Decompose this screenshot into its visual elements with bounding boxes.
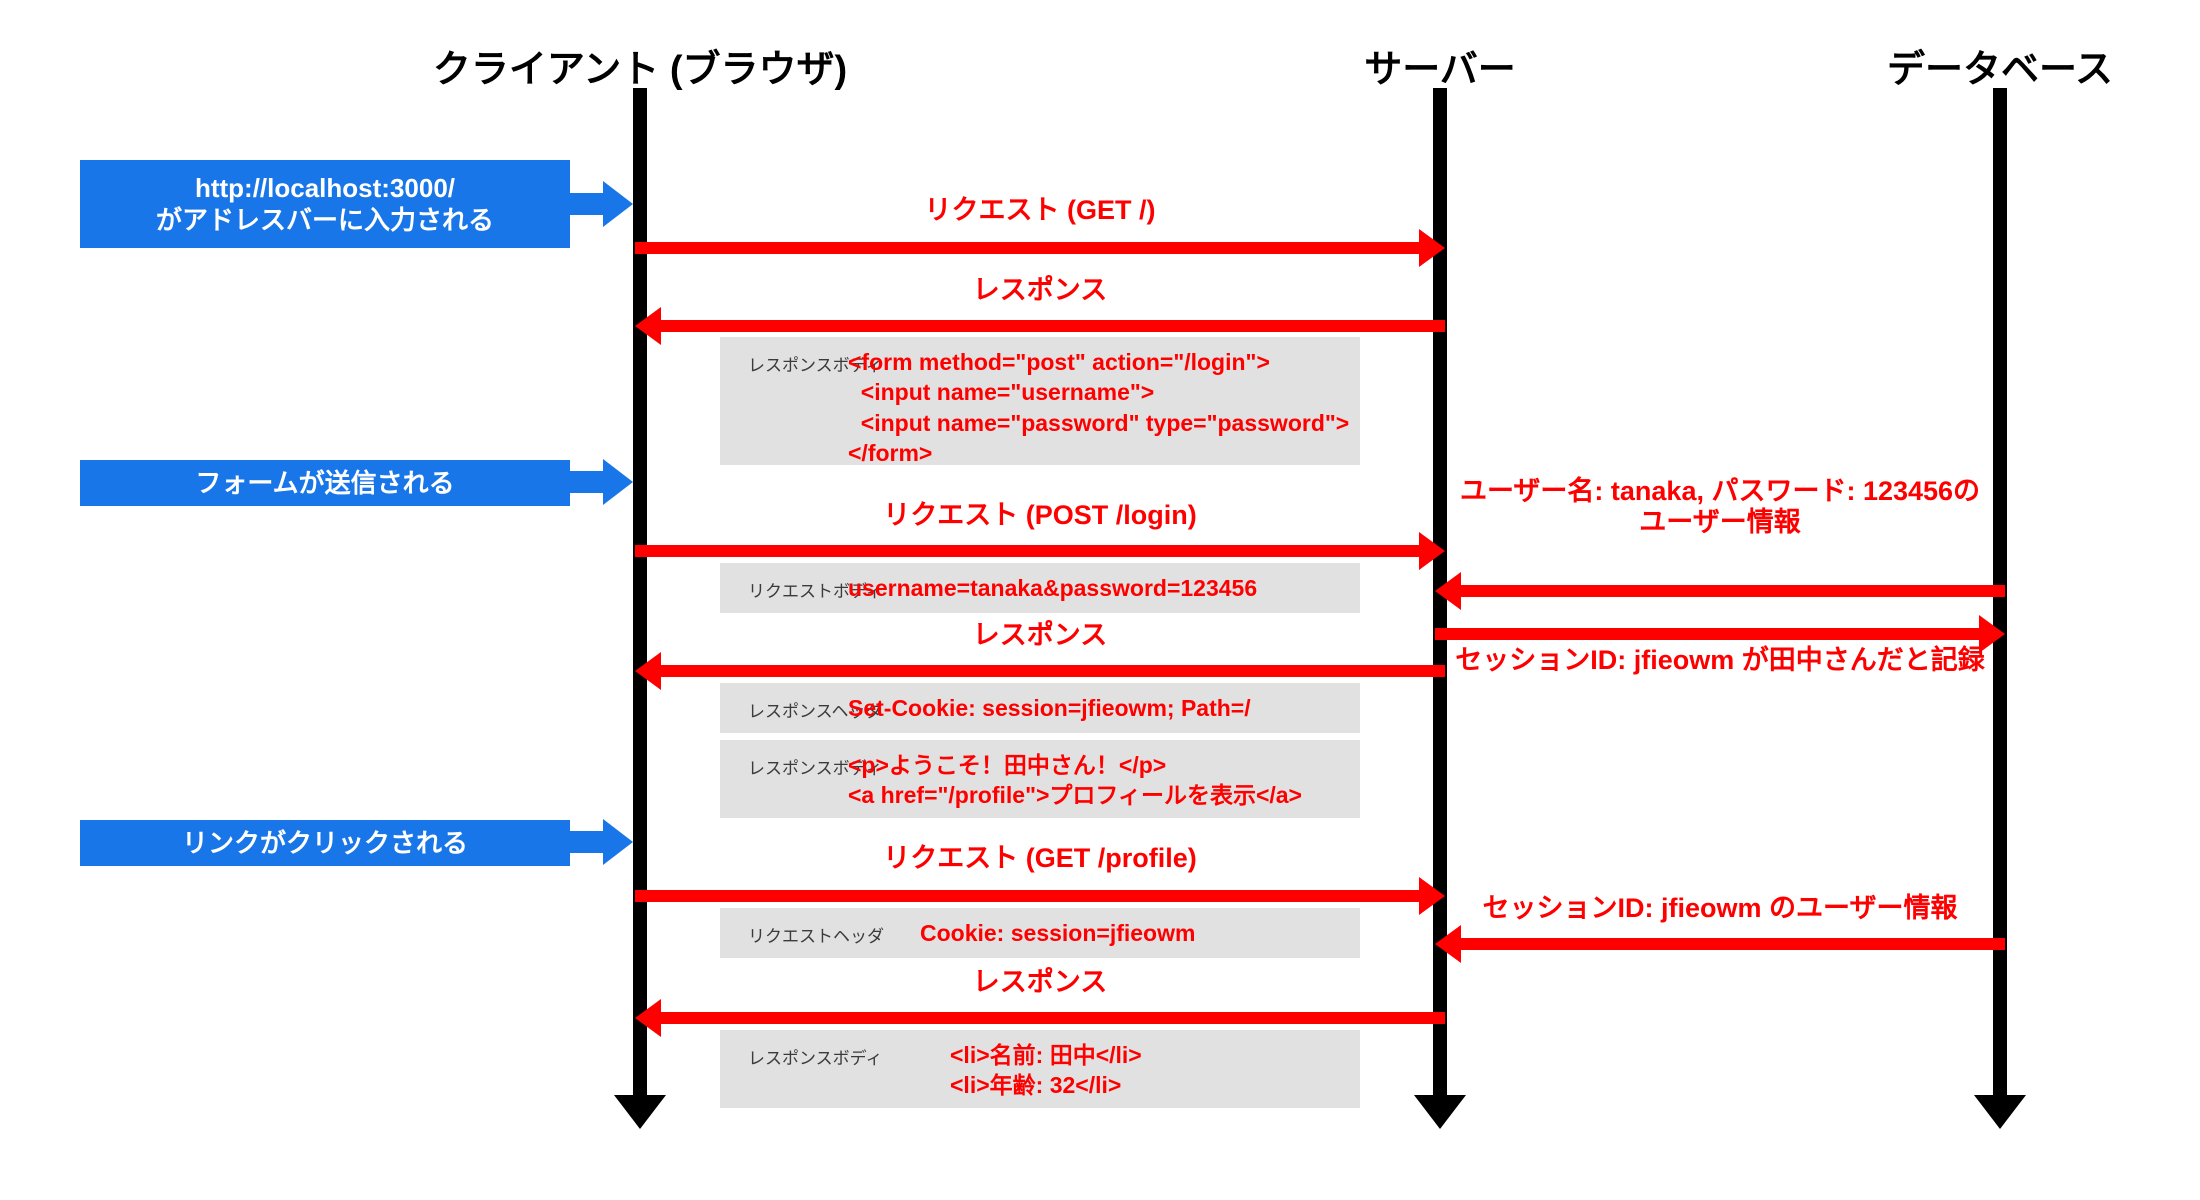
note-request-body-login-key: リクエストボディ [748, 582, 883, 601]
msg-post-login-label: リクエスト (POST /login) [883, 500, 1197, 530]
msg-db-query-user-line [1461, 585, 2005, 597]
msg-get-profile-arrow-head-icon [1419, 877, 1445, 915]
msg-get-root-label: リクエスト (GET /) [924, 195, 1156, 225]
msg-db-lookup-sid-line [1461, 938, 2005, 950]
note-request-header-cookie: リクエストヘッダ Cookie: session=jfieowm [720, 908, 1360, 958]
anno-form-box: フォームが送信される [80, 460, 570, 506]
lifeline-arrowhead-server [1414, 1095, 1466, 1129]
anno-url-box: http://localhost:3000/ がアドレスバーに入力される [80, 160, 570, 248]
note-request-header-cookie-key: リクエストヘッダ [748, 927, 884, 946]
note-response-body-welcome-value: <p>ようこそ！田中さん！</p> <a href="/profile">プロフ… [848, 752, 1302, 809]
msg-response-3-label: レスポンス [972, 967, 1108, 997]
msg-get-root-line [635, 242, 1419, 254]
note-response-body-form-value: <form method="post" action="/login"> <in… [848, 349, 1350, 467]
msg-get-profile-line [635, 890, 1419, 902]
note-response-body-welcome: レスポンスボディ<p>ようこそ！田中さん！</p> <a href="/prof… [720, 740, 1360, 818]
note-request-body-login-value: username=tanaka&password=123456 [848, 575, 1258, 601]
msg-response-1-line [661, 320, 1445, 332]
anno-link-box: リンクがクリックされる [80, 820, 570, 866]
note-response-body-profile: レスポンスボディ <li>名前: 田中</li> <li>年齢: 32</li> [720, 1030, 1360, 1108]
note-response-body-profile-value: <li>名前: 田中</li> <li>年齢: 32</li> [950, 1042, 1142, 1099]
note-response-header-cookie-value: Set-Cookie: session=jfieowm; Path=/ [848, 695, 1251, 721]
msg-get-profile-label: リクエスト (GET /profile) [883, 843, 1197, 873]
anno-link-arrow-head-icon [603, 819, 633, 865]
anno-url-arrow-stem [570, 193, 603, 215]
anno-url-arrow-head-icon [603, 181, 633, 227]
note-response-body-profile-key: レスポンスボディ [748, 1049, 883, 1068]
lifeline-client [633, 88, 647, 1095]
msg-db-store-sid-line [1435, 628, 1979, 640]
participant-label-database: データベース [1886, 49, 2114, 91]
lifeline-arrowhead-client [614, 1095, 666, 1129]
msg-response-3-line [661, 1012, 1445, 1024]
msg-db-query-user-label: ユーザー名: tanaka, パスワード: 123456の ユーザー情報 [1459, 476, 1981, 538]
msg-response-1-label: レスポンス [972, 275, 1108, 305]
note-response-body-welcome-key: レスポンスボディ [748, 759, 883, 778]
anno-link-arrow-stem [570, 831, 603, 853]
msg-response-1-arrow-head-icon [635, 307, 661, 345]
msg-response-2-line [661, 665, 1445, 677]
msg-response-3-arrow-head-icon [635, 999, 661, 1037]
msg-response-2-label: レスポンス [972, 620, 1108, 650]
participant-label-server: サーバー [1364, 49, 1516, 91]
lifeline-arrowhead-database [1974, 1095, 2026, 1129]
msg-response-2-arrow-head-icon [635, 652, 661, 690]
msg-get-root-arrow-head-icon [1419, 229, 1445, 267]
note-response-body-form: レスポンスボディ<form method="post" action="/log… [720, 337, 1360, 467]
msg-db-lookup-sid-arrow-head-icon [1435, 925, 1461, 963]
msg-db-lookup-sid-label: セッションID: jfieowm のユーザー情報 [1482, 893, 1958, 923]
msg-db-store-sid-label: セッションID: jfieowm が田中さんだと記録 [1455, 645, 1985, 675]
msg-post-login-arrow-head-icon [1419, 532, 1445, 570]
note-response-header-cookie-key: レスポンスヘッダ [748, 702, 883, 721]
anno-form-arrow-stem [570, 471, 603, 493]
msg-db-query-user-arrow-head-icon [1435, 572, 1461, 610]
msg-post-login-line [635, 545, 1419, 557]
note-request-header-cookie-value: Cookie: session=jfieowm [920, 920, 1196, 946]
anno-form-arrow-head-icon [603, 459, 633, 505]
msg-db-store-sid-arrow-head-icon [1979, 615, 2005, 653]
note-response-body-form-key: レスポンスボディ [748, 356, 883, 375]
participant-label-client: クライアント (ブラウザ) [432, 49, 848, 91]
